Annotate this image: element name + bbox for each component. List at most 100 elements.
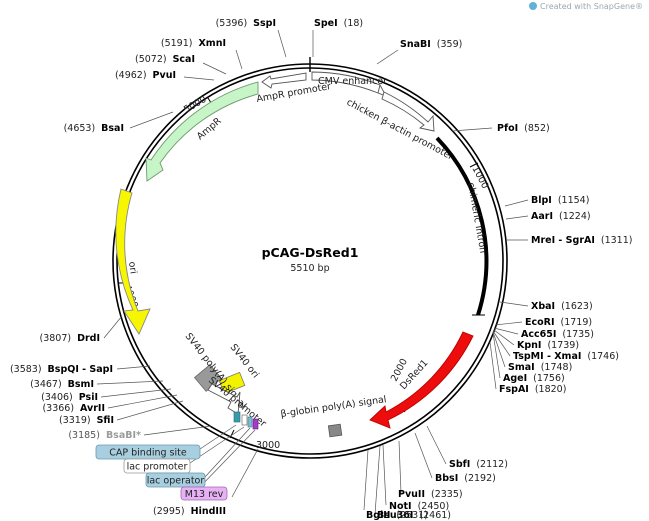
leader-lacop [204,427,251,478]
leader-fspai [489,341,497,390]
site-label-mrei-sgrai[interactable]: MreI - SgrAI(1311) [531,235,632,246]
watermark-text: Created with SnapGene® [540,2,643,11]
site-label-bsabi[interactable]: (3185)BsaBI* [68,430,141,441]
lac-promoter-label: lac promoter [127,462,188,473]
lac-operator-label: lac operator [147,476,205,487]
leader-pvuii [398,440,402,494]
leader-aari [505,215,529,220]
leader-m13 [196,429,256,491]
site-label-sbfi[interactable]: SbfI(2112) [449,459,508,470]
site-label-pfoi[interactable]: PfoI(852) [497,123,550,134]
site-label-noti[interactable]: NotI(2450) [389,501,449,512]
chimeric-intron-label: chimeric intron [465,182,488,255]
sv40-ori-feature[interactable] [218,371,246,395]
plasmid-name: pCAG-DsRed1 [262,245,359,260]
site-label-fspai[interactable]: FspAI(1820) [499,384,566,395]
site-label-snabi[interactable]: SnaBI(359) [400,39,462,50]
cap-binding-site-label: CAP binding site [109,448,187,459]
tick-3000 [229,429,235,439]
site-label-bsmi[interactable]: (3467)BsmI [30,379,94,390]
site-leaders [96,29,529,515]
sv40-ori-label: SV40 ori [228,342,261,380]
cmv-enhancer-label: CMV enhancer [318,76,387,87]
site-label-smai[interactable]: SmaI(1748) [508,362,572,373]
plasmid-size: 5510 bp [290,263,329,274]
leader-ecori [494,321,523,326]
leader-kpni [493,329,515,346]
leader-bglii [363,449,369,511]
snapgene-watermark: Created with SnapGene® [529,2,643,11]
leader-blpi [504,199,529,207]
leader-sbfi [426,425,447,465]
leader-hindiii [231,448,259,498]
chicken-actin-promoter-feature[interactable] [381,91,435,132]
ori-label: ori [126,261,139,275]
sv40-promoter-feature[interactable] [207,383,241,415]
site-label-xbai[interactable]: XbaI(1623) [531,301,593,312]
ampr-feature[interactable] [145,81,259,182]
leader-bsabi [143,425,212,436]
leader-snabi [376,49,399,65]
lac-operator-feature[interactable] [247,416,253,428]
site-label-blpi[interactable]: BlpI(1154) [531,195,589,206]
lac-promoter-feature[interactable] [241,414,248,426]
site-label-spei[interactable]: SpeI(18) [314,18,363,29]
backbone-outer-circle [112,63,508,459]
site-label-ecori[interactable]: EcoRI(1719) [525,317,592,328]
leader-avrii [107,394,178,409]
backbone-inner-circle [116,67,504,455]
site-label-bspqi-sapi[interactable]: (3583)BspQI - SapI [10,364,113,375]
dsred1-feature[interactable] [369,331,474,429]
ampr-promoter-feature[interactable] [261,72,307,89]
beta-globin-polya-label: β-globin poly(A) signal [280,394,387,420]
site-label-tspmi-xmai[interactable]: TspMI - XmaI(1746) [513,351,619,362]
tick-label-3000: 3000 [256,440,280,451]
leader-acc65i [493,327,519,335]
leader-bbsi [414,432,433,479]
leader-pvui [183,76,215,81]
leader-bsu36i [374,445,381,515]
site-label-scai[interactable]: (5072)ScaI [135,54,195,65]
site-label-xmni[interactable]: (5191)XmnI [161,38,226,49]
leader-pfoi [451,127,493,132]
leader-drdi [103,315,123,339]
site-label-agei[interactable]: AgeI(1756) [503,373,565,384]
m13-rev-label: M13 rev [185,489,224,500]
leader-agei [492,332,501,379]
leader-scai [202,62,227,75]
site-label-kpni[interactable]: KpnI(1739) [517,340,579,351]
site-label-pvuii[interactable]: PvuII(2335) [398,489,463,500]
cmv-enhancer-feature[interactable] [311,71,387,97]
lac-operator-box[interactable] [145,472,206,488]
leader-xbai [499,301,529,307]
leader-noti [382,444,387,506]
site-label-bsu36i[interactable]: Bsu36I(2461) [377,510,451,521]
leader-bsmi [96,380,164,385]
ori-feature[interactable] [115,188,151,335]
leader-bsai [129,111,174,129]
snapgene-logo-icon [529,2,538,10]
site-label-aari[interactable]: AarI(1224) [531,211,591,222]
m13-rev-feature[interactable] [252,418,259,430]
beta-globin-polya-feature[interactable] [327,423,343,438]
leader-psii [100,388,172,398]
chimeric-intron-feature[interactable] [435,136,489,316]
site-label-bsai[interactable]: (4653)BsaI [64,123,124,134]
leader-sspi [277,29,287,58]
site-label-acc65i[interactable]: Acc65I(1735) [521,329,594,340]
leader-bspqi [116,365,151,370]
tick-1000 [469,162,479,168]
site-label-bbsi[interactable]: BbsI(2192) [435,473,496,484]
site-label-psii[interactable]: (3406)PsiI [41,392,98,403]
site-label-hindiii[interactable]: (2995)HindIII [153,506,226,517]
m13-rev-box[interactable] [180,486,228,501]
cap-binding-feature[interactable] [233,411,241,423]
site-label-avrii[interactable]: (3366)AvrII [42,403,105,414]
site-label-drdi[interactable]: (3807)DrdI [40,333,101,344]
site-label-bglii[interactable]: BglII(2531) [366,510,428,521]
leader-xmni [235,49,243,70]
site-label-sfii[interactable]: (3319)SfiI [59,415,114,426]
site-label-sspi[interactable]: (5396)SspI [216,18,276,29]
leader-tspmi [492,330,511,357]
site-label-pvui[interactable]: (4962)PvuI [115,70,176,81]
